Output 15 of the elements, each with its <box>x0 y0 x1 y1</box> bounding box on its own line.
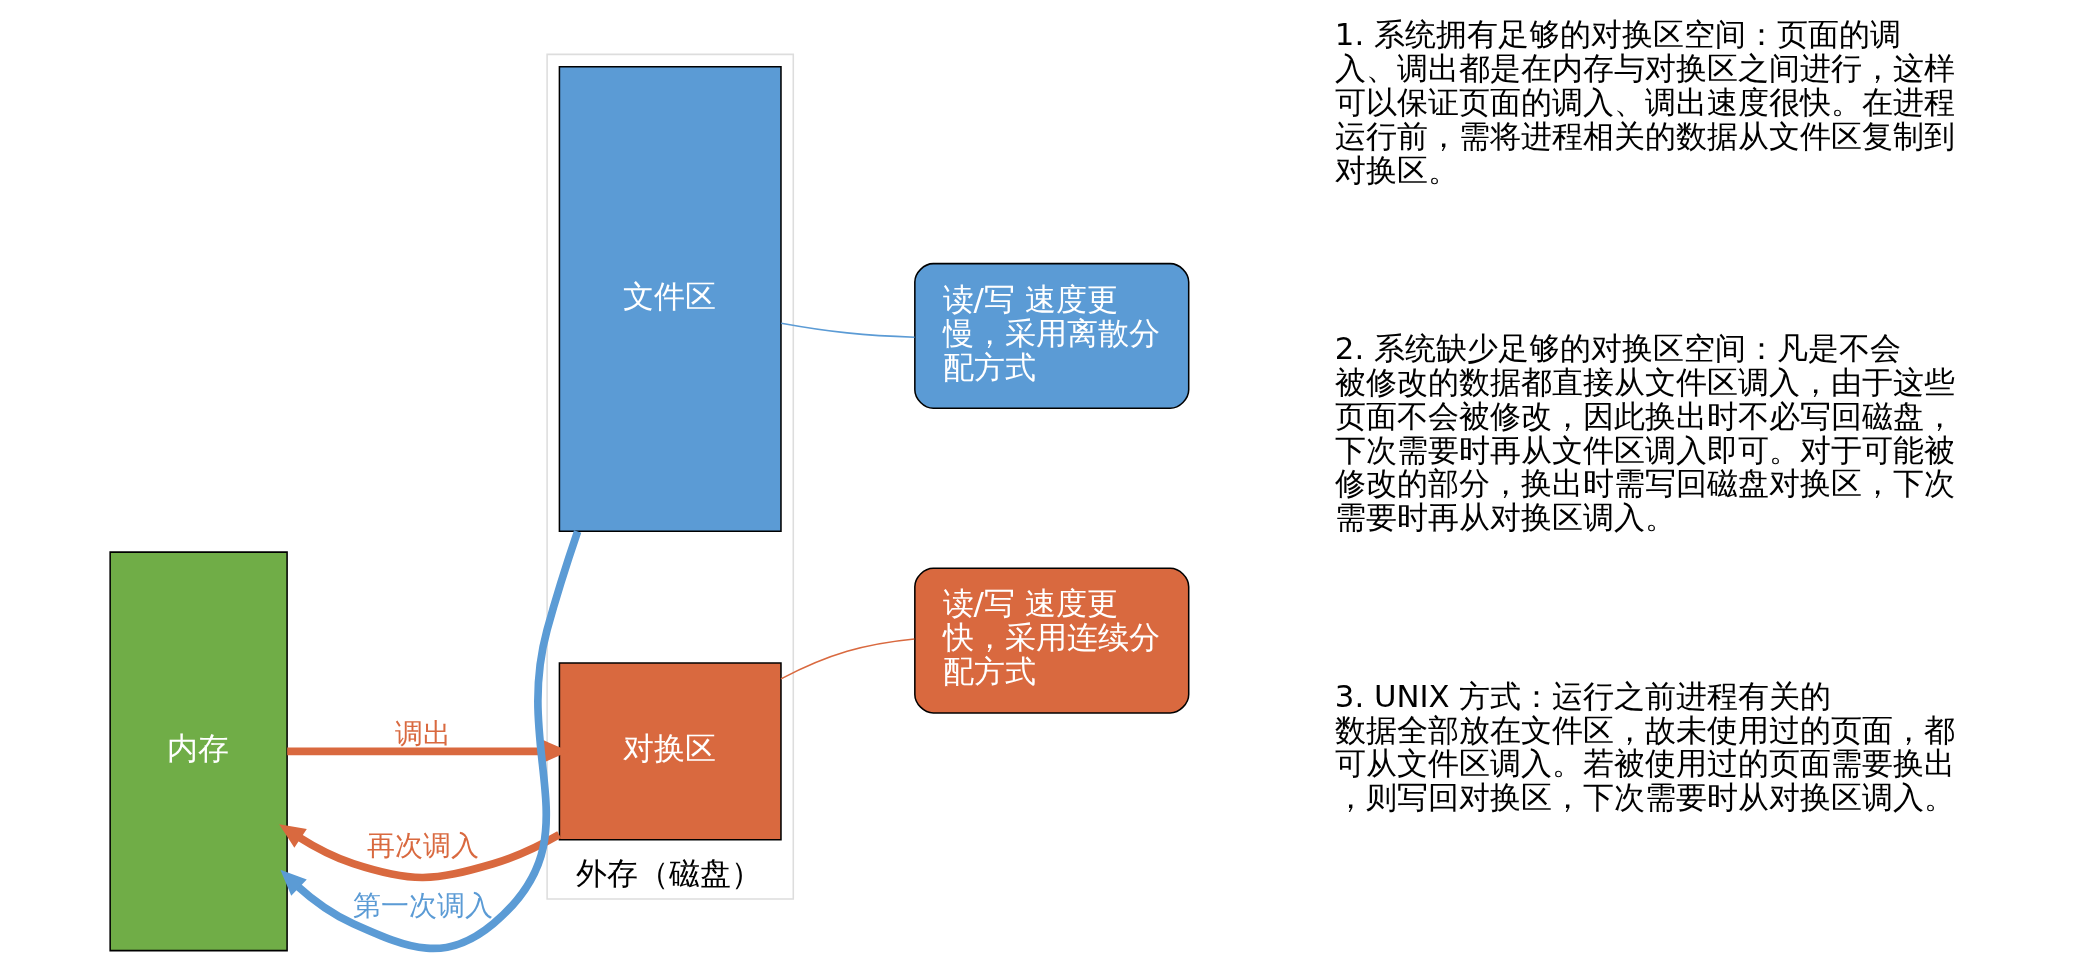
label: 3. UNIX 方式：运行之前进程有关的数据全部放在文件区，故未使用过的页面，都可从文件区调入。若被使用过的页面需要换出，则写回对换区，下次需要时从对换区调入。 <box>1334 677 1955 816</box>
arrow <box>279 824 561 882</box>
label: 1. 系统拥有足够的对换区空间：页面的调入、调出都是在内存与对换区之间进行，这样可以保证页面的调入、调出速度很快。在进程运行前，需将进程相关的数据从文件区复制到对换区。 <box>1334 16 1955 188</box>
label: 2. 系统缺少足够的对换区空间：凡是不会被修改的数据都直接从文件区调入，由于这些页面不会被修改，因此换出时不必写回磁盘，下次需要时再从文件区调入即可。对于可能被修改的部分，换出时需写回磁盘对换区，下次需要时再从对换区调入。 <box>1334 330 1955 536</box>
node-box: 内存 <box>109 551 288 952</box>
connector <box>780 322 916 338</box>
node-box: 读/写 速度更快，采用连续分配方式 <box>914 567 1190 714</box>
arrow <box>280 530 582 953</box>
connector <box>780 638 916 680</box>
node-box: 文件区 <box>558 65 782 533</box>
edge-label: 第一次调入 <box>353 889 494 923</box>
edge-label: 调出 <box>395 716 452 750</box>
edge-label: 再次调入 <box>367 829 480 863</box>
node-box: 读/写 速度更慢，采用离散分配方式 <box>914 262 1190 410</box>
node-box: 对换区 <box>558 662 782 841</box>
